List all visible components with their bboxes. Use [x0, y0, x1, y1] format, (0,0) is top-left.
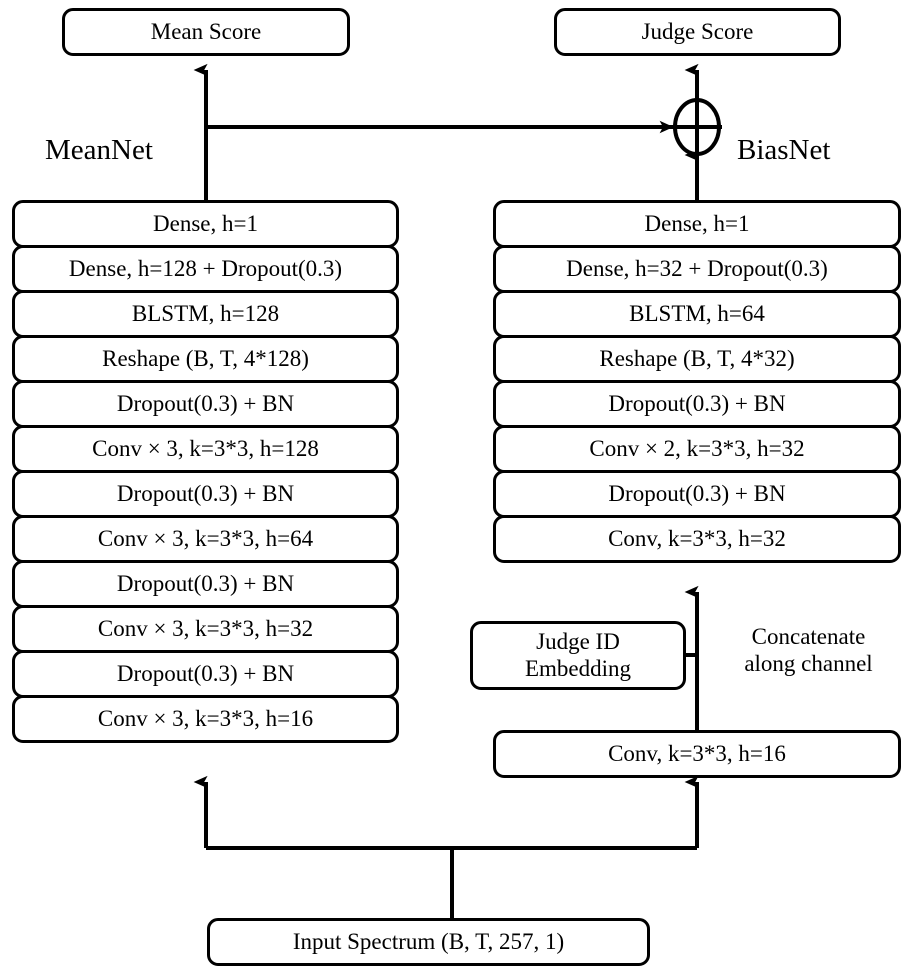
- biasnet-layer-1: Dense, h=32 + Dropout(0.3): [493, 245, 901, 293]
- judge-id-embedding-label: Judge ID Embedding: [524, 629, 632, 681]
- biasnet-layer-0: Dense, h=1: [493, 200, 901, 248]
- meannet-layer-2: BLSTM, h=128: [12, 290, 399, 338]
- concatenate-label: Concatenate along channel: [744, 624, 873, 677]
- meannet-layer-9: Conv × 3, k=3*3, h=32: [12, 605, 399, 653]
- meannet-layer-10: Dropout(0.3) + BN: [12, 650, 399, 698]
- biasnet-branch-label: BiasNet: [737, 134, 831, 166]
- biasnet-layer-4: Dropout(0.3) + BN: [493, 380, 901, 428]
- meannet-layer-7: Conv × 3, k=3*3, h=64: [12, 515, 399, 563]
- meannet-layer-8: Dropout(0.3) + BN: [12, 560, 399, 608]
- meannet-layer-0: Dense, h=1: [12, 200, 399, 248]
- mean-score-node: Mean Score: [62, 8, 350, 56]
- biasnet-layer-6: Dropout(0.3) + BN: [493, 470, 901, 518]
- meannet-layer-5: Conv × 3, k=3*3, h=128: [12, 425, 399, 473]
- biasnet-layer-stack: Dense, h=1 Dense, h=32 + Dropout(0.3) BL…: [493, 200, 901, 563]
- mean-score-label: Mean Score: [150, 18, 262, 44]
- biasnet-layer-7: Conv, k=3*3, h=32: [493, 515, 901, 563]
- meannet-layer-3: Reshape (B, T, 4*128): [12, 335, 399, 383]
- biasnet-layer-5: Conv × 2, k=3*3, h=32: [493, 425, 901, 473]
- judge-id-embedding-node: Judge ID Embedding: [470, 621, 686, 690]
- biasnet-layer-2: BLSTM, h=64: [493, 290, 901, 338]
- sum-plus-icon: [672, 97, 722, 157]
- meannet-branch-label: MeanNet: [45, 134, 153, 166]
- input-spectrum-node: Input Spectrum (B, T, 257, 1): [207, 918, 650, 966]
- meannet-layer-stack: Dense, h=1 Dense, h=128 + Dropout(0.3) B…: [12, 200, 399, 743]
- meannet-layer-1: Dense, h=128 + Dropout(0.3): [12, 245, 399, 293]
- meannet-layer-4: Dropout(0.3) + BN: [12, 380, 399, 428]
- biasnet-layer-3: Reshape (B, T, 4*32): [493, 335, 901, 383]
- meannet-layer-6: Dropout(0.3) + BN: [12, 470, 399, 518]
- meannet-layer-11: Conv × 3, k=3*3, h=16: [12, 695, 399, 743]
- judge-score-label: Judge Score: [641, 18, 754, 44]
- judge-score-node: Judge Score: [554, 8, 841, 56]
- biasnet-input-conv-node: Conv, k=3*3, h=16: [493, 730, 901, 778]
